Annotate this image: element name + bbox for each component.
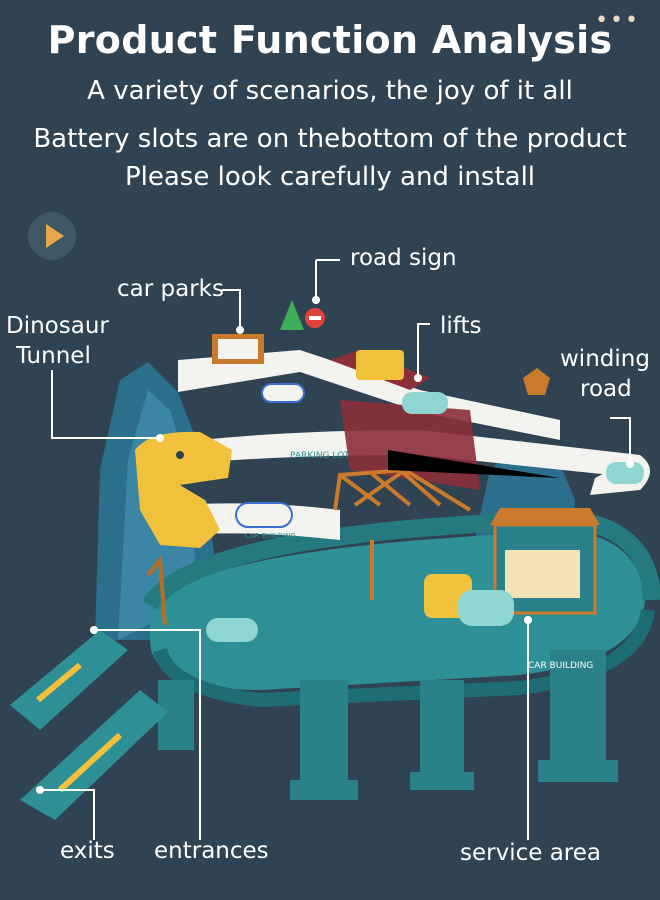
teal-car-lift <box>402 392 448 414</box>
battery-notice: Battery slots are on thebottom of the pr… <box>33 124 627 154</box>
page-title: Product Function Analysis <box>47 18 613 62</box>
teal-car-winding <box>606 462 644 484</box>
callout-dots <box>36 296 634 794</box>
police-car-middle <box>235 502 293 528</box>
play-icon <box>46 224 64 248</box>
cars <box>206 350 644 642</box>
bridge <box>146 467 472 626</box>
label-entrances: entrances <box>154 838 269 864</box>
label-car-parks: car parks <box>117 276 224 302</box>
bus-lift <box>356 350 404 380</box>
label-lifts: lifts <box>440 313 482 339</box>
car-building-upper-text: CAR BUILDING <box>245 532 296 540</box>
teal-car-service <box>458 590 514 626</box>
callout-lines <box>40 259 631 840</box>
page-subtitle: A variety of scenarios, the joy of it al… <box>87 76 573 106</box>
car-building-lower-text: CAR BUILDING <box>528 661 593 671</box>
install-notice: Please look carefully and install <box>124 162 536 192</box>
pillars <box>158 650 618 800</box>
label-winding-line2: road <box>580 376 632 402</box>
label-exits: exits <box>60 838 115 864</box>
parking-lot-text: PARKING LOT <box>290 451 350 461</box>
label-road-sign: road sign <box>350 245 457 271</box>
police-car-upper <box>261 383 305 403</box>
car-parks-line <box>222 289 241 330</box>
label-dinosaur-line2: Tunnel <box>16 343 91 369</box>
exits-line <box>40 789 95 840</box>
label-service-area: service area <box>460 840 601 866</box>
signs <box>212 300 560 478</box>
ramps <box>10 630 168 820</box>
teal-car-left <box>206 618 258 642</box>
dinosaur-head <box>135 431 240 548</box>
winding-line <box>610 417 631 464</box>
more-dots-icon[interactable]: ••• <box>595 8 640 33</box>
lifts-line <box>417 323 430 378</box>
label-winding-line1: winding <box>560 346 650 372</box>
label-dinosaur-line1: Dinosaur <box>6 313 109 339</box>
play-button[interactable] <box>28 212 76 260</box>
entrances-line <box>94 629 201 840</box>
dinosaur-line <box>51 370 160 439</box>
